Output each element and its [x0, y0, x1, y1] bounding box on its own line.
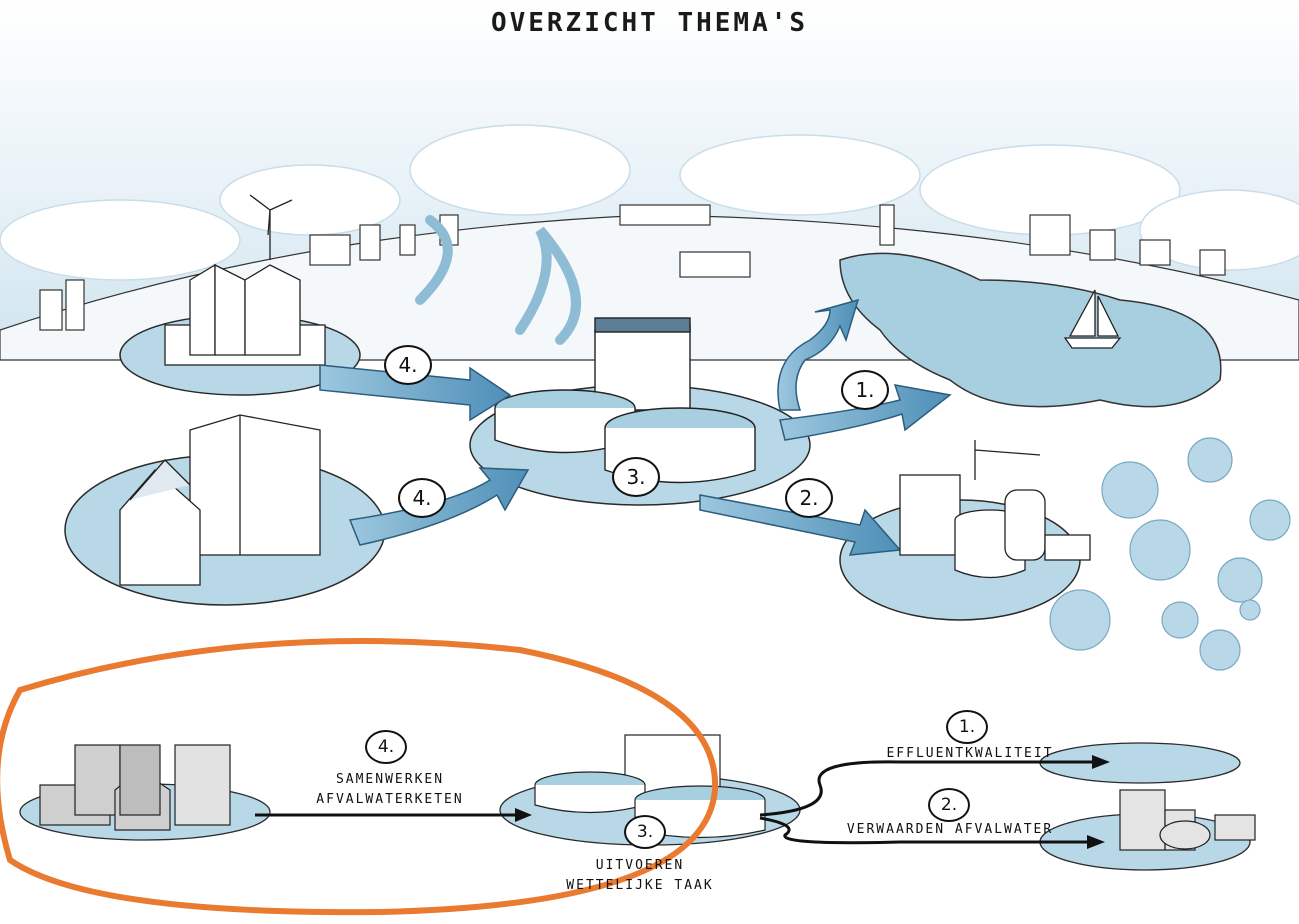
- bottom-arrowheads: [515, 755, 1110, 849]
- sailboat: [1063, 289, 1122, 349]
- theme-4-number: 4.: [365, 730, 407, 764]
- theme-4-label-line-2: AFVALWATERKETEN: [316, 792, 464, 807]
- bottom-process-plant: [1119, 789, 1256, 851]
- badge-theme-4-top: 4.: [384, 345, 432, 385]
- theme-1-label: EFFLUENTKWALITEIT: [886, 746, 1054, 761]
- theme-4-label-line-1: SAMENWERKEN: [335, 772, 445, 787]
- clouds: [0, 124, 1299, 281]
- theme-3-label-line-2: WETTELIJKE TAAK: [566, 878, 714, 893]
- page-title: OVERZICHT THEMA'S: [490, 8, 809, 38]
- theme-2-label: VERWAARDEN AFVALWATER: [846, 822, 1054, 837]
- theme-3-number: 3.: [624, 815, 666, 849]
- skyline: [39, 204, 1226, 331]
- theme-2-number: 2.: [928, 788, 970, 822]
- river: [415, 215, 581, 345]
- badge-theme-1: 1.: [841, 370, 889, 410]
- process-plant: [899, 440, 1091, 579]
- lake: [839, 252, 1222, 408]
- bottom-buildings: [39, 744, 231, 831]
- flow-arrows: [319, 298, 952, 556]
- highlight-ellipse: [0, 638, 719, 916]
- factory: [164, 194, 326, 366]
- theme-1-number: 1.: [946, 710, 988, 744]
- badge-theme-3: 3.: [612, 457, 660, 497]
- bottom-flow-lines: [255, 760, 1100, 845]
- theme-3-label-line-1: UITVOEREN: [595, 858, 685, 873]
- badge-theme-2: 2.: [785, 478, 833, 518]
- network-bubbles: [1049, 437, 1291, 671]
- badge-theme-4-bottom: 4.: [398, 478, 446, 518]
- house-and-office: [119, 414, 321, 586]
